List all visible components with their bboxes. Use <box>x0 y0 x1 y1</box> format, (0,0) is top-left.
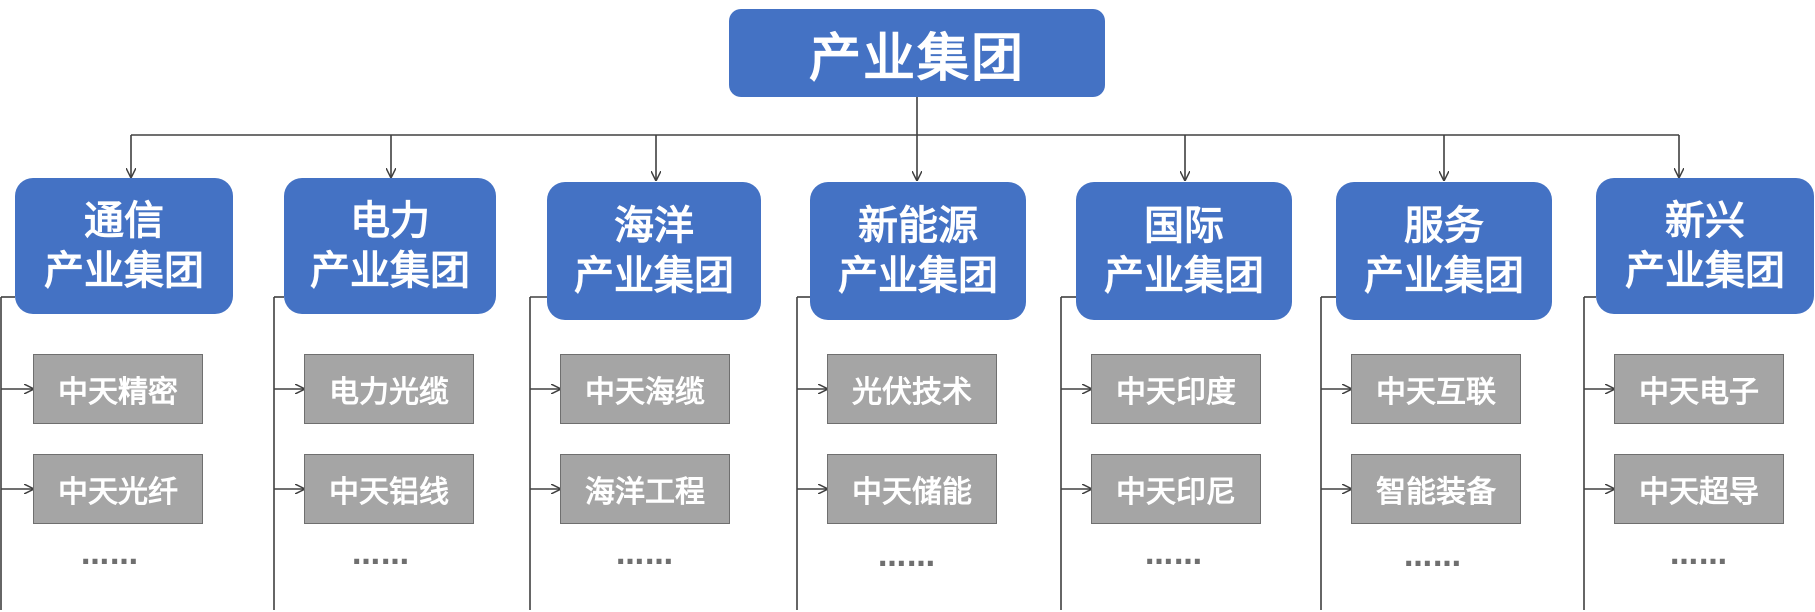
item-node-1-0: 电力光缆 <box>304 354 474 424</box>
more-indicator-2: …… <box>616 538 674 571</box>
group-subtitle-3: 产业集团 <box>838 253 998 299</box>
item-label: 光伏技术 <box>852 375 972 410</box>
more-indicator-0: …… <box>81 538 139 571</box>
group-node-5: 服务 产业集团 <box>1336 182 1552 320</box>
more-indicator-5: …… <box>1404 540 1462 573</box>
item-label: 中天储能 <box>852 475 972 510</box>
group-subtitle-1: 产业集团 <box>310 248 470 294</box>
group-title-6: 新兴 <box>1665 198 1745 244</box>
item-node-3-0: 光伏技术 <box>827 354 997 424</box>
more-indicator-3: …… <box>878 540 936 573</box>
item-node-1-1: 中天铝线 <box>304 454 474 524</box>
item-label: 电力光缆 <box>329 375 449 410</box>
group-node-2: 海洋 产业集团 <box>547 182 761 320</box>
root-label: 产业集团 <box>808 28 1025 89</box>
item-label: 海洋工程 <box>585 475 705 510</box>
group-title-3: 新能源 <box>858 203 978 249</box>
group-node-1: 电力 产业集团 <box>284 178 496 314</box>
item-node-0-0: 中天精密 <box>33 354 203 424</box>
item-label: 中天印尼 <box>1116 475 1236 510</box>
group-title-1: 电力 <box>350 198 430 244</box>
item-label: 中天光纤 <box>58 475 178 510</box>
root-node: 产业集团 <box>729 9 1105 97</box>
item-label: 中天超导 <box>1639 475 1759 510</box>
more-indicator-4: …… <box>1145 538 1203 571</box>
more-indicator-6: …… <box>1670 538 1728 571</box>
item-node-4-1: 中天印尼 <box>1091 454 1261 524</box>
item-node-2-0: 中天海缆 <box>560 354 730 424</box>
item-node-0-1: 中天光纤 <box>33 454 203 524</box>
group-subtitle-4: 产业集团 <box>1104 253 1264 299</box>
item-node-2-1: 海洋工程 <box>560 454 730 524</box>
item-label: 中天海缆 <box>585 375 705 410</box>
item-node-5-0: 中天互联 <box>1351 354 1521 424</box>
group-title-2: 海洋 <box>614 203 694 249</box>
group-node-3: 新能源 产业集团 <box>810 182 1026 320</box>
group-title-0: 通信 <box>84 198 164 244</box>
item-label: 中天精密 <box>58 375 178 410</box>
item-node-4-0: 中天印度 <box>1091 354 1261 424</box>
group-node-6: 新兴 产业集团 <box>1596 178 1814 314</box>
more-indicator-1: …… <box>352 538 410 571</box>
group-subtitle-5: 产业集团 <box>1364 253 1524 299</box>
item-node-3-1: 中天储能 <box>827 454 997 524</box>
item-label: 中天互联 <box>1376 375 1496 410</box>
item-label: 中天铝线 <box>329 475 449 510</box>
item-label: 中天印度 <box>1116 375 1236 410</box>
item-node-5-1: 智能装备 <box>1351 454 1521 524</box>
group-node-0: 通信 产业集团 <box>15 178 233 314</box>
group-title-4: 国际 <box>1144 203 1224 249</box>
item-label: 中天电子 <box>1639 375 1759 410</box>
group-subtitle-6: 产业集团 <box>1625 248 1785 294</box>
group-node-4: 国际 产业集团 <box>1076 182 1292 320</box>
item-node-6-0: 中天电子 <box>1614 354 1784 424</box>
group-subtitle-0: 产业集团 <box>44 248 204 294</box>
group-title-5: 服务 <box>1404 203 1484 249</box>
group-subtitle-2: 产业集团 <box>574 253 734 299</box>
item-node-6-1: 中天超导 <box>1614 454 1784 524</box>
item-label: 智能装备 <box>1376 475 1496 510</box>
